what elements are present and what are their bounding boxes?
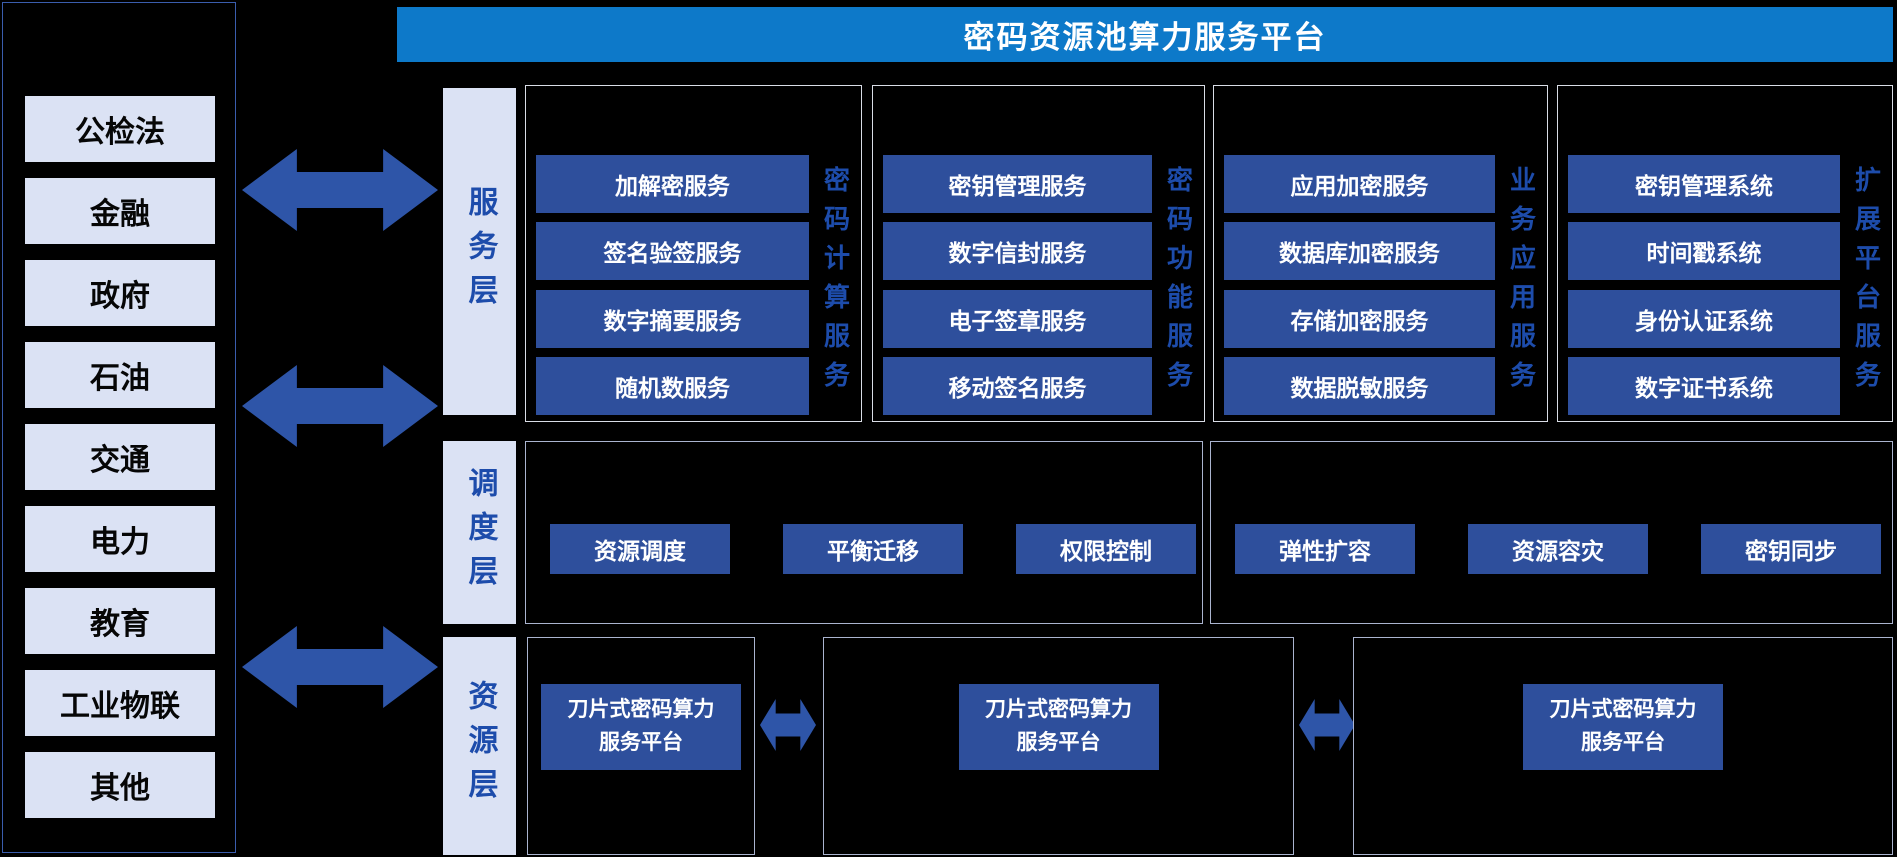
industry-item-education: 教育 xyxy=(25,588,215,654)
scheduling-item: 资源调度 xyxy=(550,524,730,574)
blade-platform-node: 刀片式密码算力 服务平台 xyxy=(958,684,1159,770)
scheduling-item: 权限控制 xyxy=(1016,524,1196,574)
service-item: 移动签名服务 xyxy=(883,357,1152,415)
service-column-side-label: 密码计算服务 xyxy=(820,166,851,400)
industry-item-transport: 交通 xyxy=(25,424,215,490)
blade-platform-node: 刀片式密码算力 服务平台 xyxy=(541,684,741,770)
industry-item-finance: 金融 xyxy=(25,178,215,244)
resource-node-box: 刀片式密码算力 服务平台 xyxy=(527,637,755,855)
service-item: 时间戳系统 xyxy=(1568,222,1840,280)
industry-item-other: 其他 xyxy=(25,752,215,818)
scheduling-group-box: 资源调度 平衡迁移 权限控制 xyxy=(525,441,1203,624)
service-item: 随机数服务 xyxy=(536,357,809,415)
industry-item-government: 政府 xyxy=(25,260,215,326)
industry-item-power: 电力 xyxy=(25,506,215,572)
service-item: 电子签章服务 xyxy=(883,290,1152,348)
service-item: 应用加密服务 xyxy=(1224,155,1495,213)
double-arrow-icon xyxy=(242,149,438,231)
platform-title-bar: 密码资源池算力服务平台 xyxy=(397,7,1893,62)
service-item: 数字信封服务 xyxy=(883,222,1152,280)
scheduling-group-box: 弹性扩容 资源容灾 密钥同步 xyxy=(1210,441,1893,624)
service-column-extended-platform: 密钥管理系统 时间戳系统 身份认证系统 数字证书系统 扩展平台服务 xyxy=(1557,85,1893,422)
service-item: 身份认证系统 xyxy=(1568,290,1840,348)
industry-sidebar: 公检法 金融 政府 石油 交通 电力 教育 工业物联 其他 xyxy=(2,2,236,853)
platform-title: 密码资源池算力服务平台 xyxy=(963,20,1327,55)
scheduling-item: 弹性扩容 xyxy=(1235,524,1415,574)
double-arrow-icon xyxy=(760,699,816,751)
double-arrow-icon xyxy=(242,626,438,708)
service-item: 数据库加密服务 xyxy=(1224,222,1495,280)
scheduling-layer-strip: 调度层 xyxy=(443,441,516,624)
scheduling-item: 平衡迁移 xyxy=(783,524,963,574)
service-column-side-label: 密码功能服务 xyxy=(1163,166,1194,400)
service-item: 签名验签服务 xyxy=(536,222,809,280)
service-layer-strip: 服务层 xyxy=(443,88,516,415)
resource-node-box: 刀片式密码算力 服务平台 xyxy=(823,637,1294,855)
scheduling-item: 资源容灾 xyxy=(1468,524,1648,574)
industry-item-petroleum: 石油 xyxy=(25,342,215,408)
blade-platform-node: 刀片式密码算力 服务平台 xyxy=(1523,684,1723,770)
resource-layer-strip: 资源层 xyxy=(443,637,516,855)
service-item: 密钥管理服务 xyxy=(883,155,1152,213)
scheduling-item: 密钥同步 xyxy=(1701,524,1881,574)
service-column-side-label: 业务应用服务 xyxy=(1506,166,1537,400)
service-column-side-label: 扩展平台服务 xyxy=(1851,166,1882,400)
service-column-business-app: 应用加密服务 数据库加密服务 存储加密服务 数据脱敏服务 业务应用服务 xyxy=(1213,85,1548,422)
service-column-crypto-compute: 加解密服务 签名验签服务 数字摘要服务 随机数服务 密码计算服务 xyxy=(525,85,862,422)
service-item: 数据脱敏服务 xyxy=(1224,357,1495,415)
service-item: 数字摘要服务 xyxy=(536,290,809,348)
double-arrow-icon xyxy=(242,365,438,447)
service-item: 密钥管理系统 xyxy=(1568,155,1840,213)
service-column-crypto-function: 密钥管理服务 数字信封服务 电子签章服务 移动签名服务 密码功能服务 xyxy=(872,85,1205,422)
resource-layer-label: 资源层 xyxy=(463,680,497,812)
service-layer-label: 服务层 xyxy=(463,185,497,318)
industry-item-gongjianfa: 公检法 xyxy=(25,96,215,162)
double-arrow-icon xyxy=(1299,699,1355,751)
scheduling-layer-label: 调度层 xyxy=(463,466,497,599)
service-item: 存储加密服务 xyxy=(1224,290,1495,348)
resource-node-box: 刀片式密码算力 服务平台 xyxy=(1353,637,1893,855)
industry-item-iiot: 工业物联 xyxy=(25,670,215,736)
service-item: 数字证书系统 xyxy=(1568,357,1840,415)
service-item: 加解密服务 xyxy=(536,155,809,213)
